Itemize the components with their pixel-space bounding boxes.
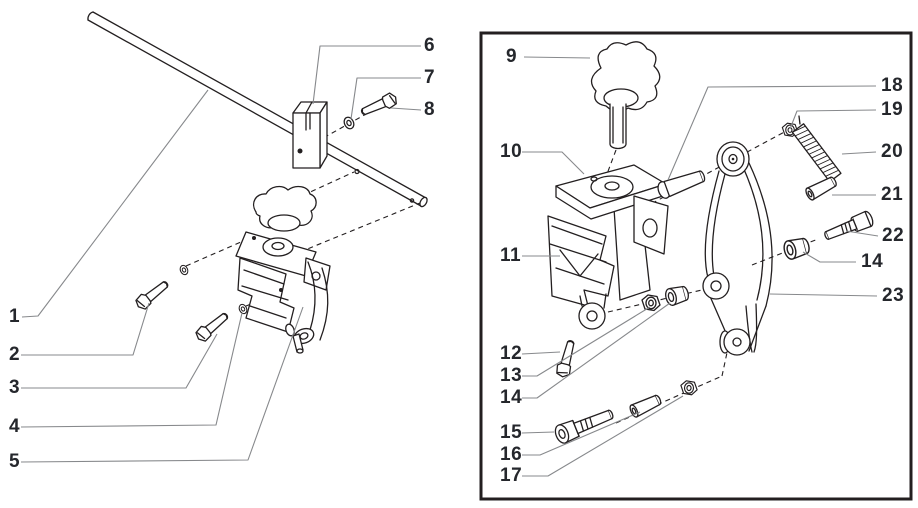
shoulder-bolt-22 (821, 209, 876, 245)
leader-3 (21, 333, 218, 389)
nut-13 (641, 294, 661, 312)
callout-10: 10 (500, 141, 523, 163)
clevis-pin-18 (655, 166, 708, 201)
dashed-axis (299, 202, 421, 253)
callout-17: 17 (500, 465, 523, 487)
washer-7 (341, 115, 357, 131)
callout-6: 6 (424, 35, 436, 57)
leader-14-left (522, 302, 671, 399)
callout-13: 13 (500, 365, 523, 387)
callout-5: 5 (9, 451, 21, 473)
bushing-14-right (781, 235, 812, 262)
tensioner-arm (702, 141, 773, 356)
nut-17 (680, 380, 698, 396)
callout-7: 7 (424, 67, 436, 89)
leader-5 (20, 306, 304, 463)
washer-small (178, 263, 190, 277)
set-bolt-12 (554, 338, 579, 380)
callout-9: 9 (506, 46, 518, 68)
right-panel-border (479, 31, 913, 501)
callout-14-right: 14 (861, 251, 884, 273)
callout-19: 19 (881, 99, 904, 121)
callout-14-left: 14 (500, 387, 523, 409)
hex-bolt-2 (132, 277, 172, 313)
callout-20: 20 (881, 141, 904, 163)
assembled-clamp-unit (235, 185, 331, 354)
leader-7 (350, 77, 421, 120)
leader-20 (841, 151, 877, 155)
callout-22: 22 (882, 225, 905, 247)
dashed-axis (607, 288, 707, 313)
callout-1: 1 (9, 306, 21, 328)
callout-18: 18 (881, 75, 904, 97)
leader-18 (667, 85, 877, 181)
star-knob (590, 41, 661, 150)
leader-13 (522, 306, 651, 377)
dashed-axis (185, 237, 251, 267)
bushing-14-left (663, 283, 691, 308)
leader-8 (390, 107, 422, 111)
leader-10 (522, 151, 585, 175)
cap-screw-15 (552, 404, 617, 446)
dashed-axis (635, 129, 789, 213)
left-assembled-view (20, 11, 428, 463)
callout-2: 2 (9, 344, 21, 366)
pin-21 (803, 174, 839, 202)
callout-15: 15 (500, 422, 523, 444)
hex-bolt-3 (192, 308, 232, 345)
leader-2 (21, 302, 150, 356)
leader-1 (21, 89, 209, 318)
callout-11: 11 (500, 245, 522, 267)
rod-mount-block (292, 101, 328, 169)
leader-9 (523, 56, 591, 59)
leader-6 (312, 45, 421, 105)
callout-16: 16 (500, 444, 523, 466)
callout-8: 8 (424, 99, 436, 121)
callout-12: 12 (500, 343, 523, 365)
leader-12 (521, 351, 561, 355)
right-exploded-view (479, 31, 913, 501)
dashed-axis (721, 347, 729, 377)
leader-14-right (802, 251, 856, 263)
dashed-axis (261, 171, 355, 215)
leader-15 (521, 431, 555, 434)
leader-22 (845, 230, 879, 237)
hex-bolt-8 (358, 90, 400, 120)
handle-rod (87, 11, 428, 208)
leader-23 (769, 293, 878, 297)
leader-19 (789, 109, 877, 130)
clamp-bracket (547, 164, 669, 330)
leader-4 (20, 312, 243, 428)
callout-21: 21 (881, 184, 904, 206)
callout-23: 23 (882, 285, 905, 307)
callout-3: 3 (9, 377, 21, 399)
callout-4: 4 (9, 416, 21, 438)
leader-17 (522, 395, 684, 477)
leader-16 (522, 411, 641, 456)
